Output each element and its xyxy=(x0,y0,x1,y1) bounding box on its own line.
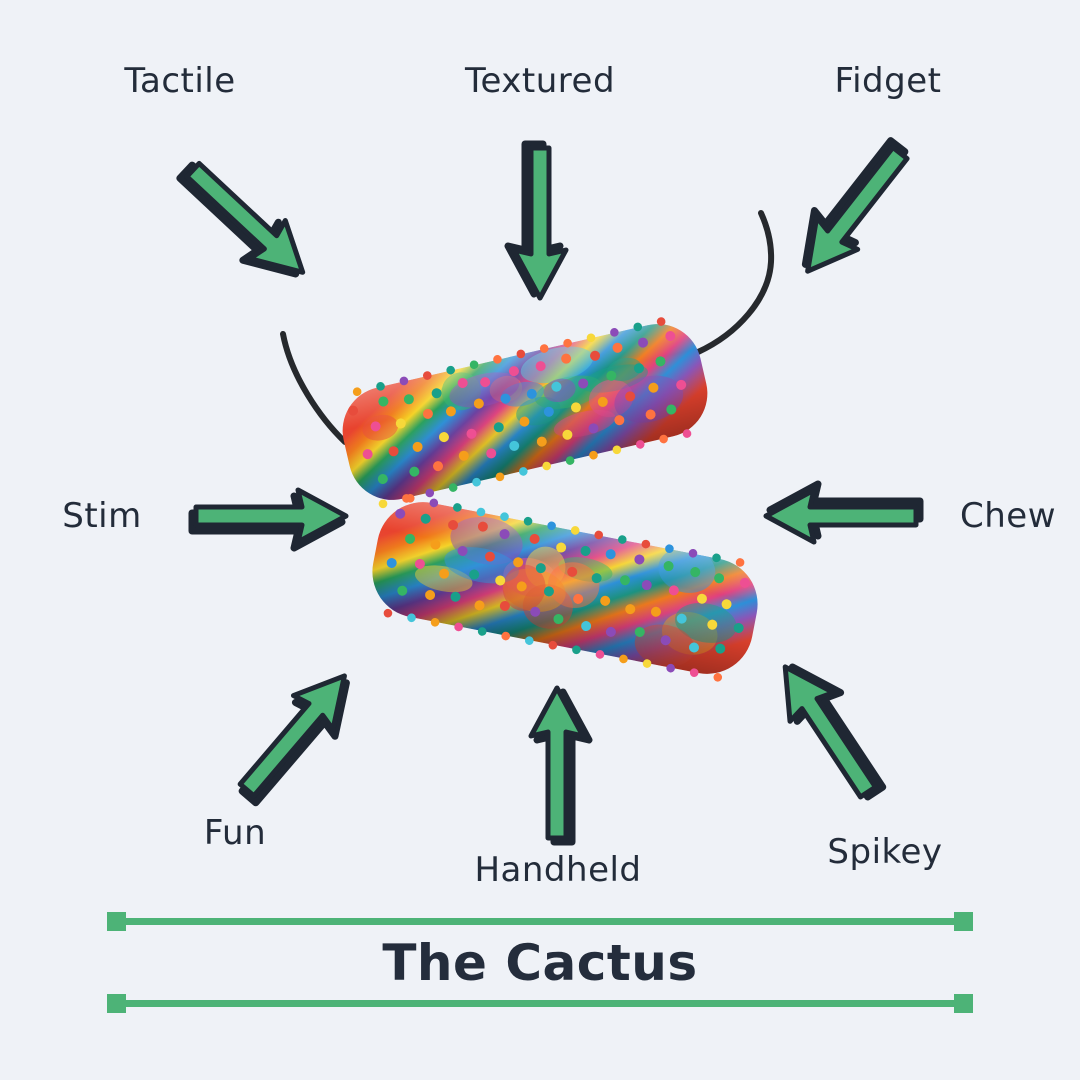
arrow-down-right-icon xyxy=(168,148,320,295)
title-top-line xyxy=(107,912,973,931)
line-end-square xyxy=(954,912,973,931)
feature-label-tactile: Tactile xyxy=(124,61,236,101)
product-photo-bottom-cylinder xyxy=(364,494,766,682)
line-bar xyxy=(126,1000,954,1007)
feature-label-fidget: Fidget xyxy=(834,61,942,101)
feature-label-textured: Textured xyxy=(464,61,616,101)
arrow-up-left-icon xyxy=(764,649,897,809)
line-bar xyxy=(126,918,954,925)
arrow-up-right-icon xyxy=(225,659,369,814)
feature-label-spikey: Spikey xyxy=(827,832,943,872)
necklace-cord-right xyxy=(695,210,775,355)
arrow-up-icon xyxy=(531,688,589,842)
line-end-square xyxy=(954,994,973,1013)
arrow-down-icon xyxy=(508,144,566,298)
feature-label-fun: Fun xyxy=(203,813,267,853)
arrow-right-icon xyxy=(192,490,346,548)
feature-label-handheld: Handheld xyxy=(474,850,642,890)
necklace-cord-left xyxy=(280,331,348,445)
feature-label-stim: Stim xyxy=(62,496,142,536)
line-end-square xyxy=(107,994,126,1013)
title-banner: The Cactus xyxy=(107,912,973,1013)
title-bottom-line xyxy=(107,994,973,1013)
product-title: The Cactus xyxy=(382,933,698,992)
line-end-square xyxy=(107,912,126,931)
feature-label-chew: Chew xyxy=(959,496,1057,536)
arrow-down-left-icon xyxy=(782,130,923,287)
arrow-left-icon xyxy=(766,484,920,542)
product-photo-top-cylinder xyxy=(333,315,717,509)
